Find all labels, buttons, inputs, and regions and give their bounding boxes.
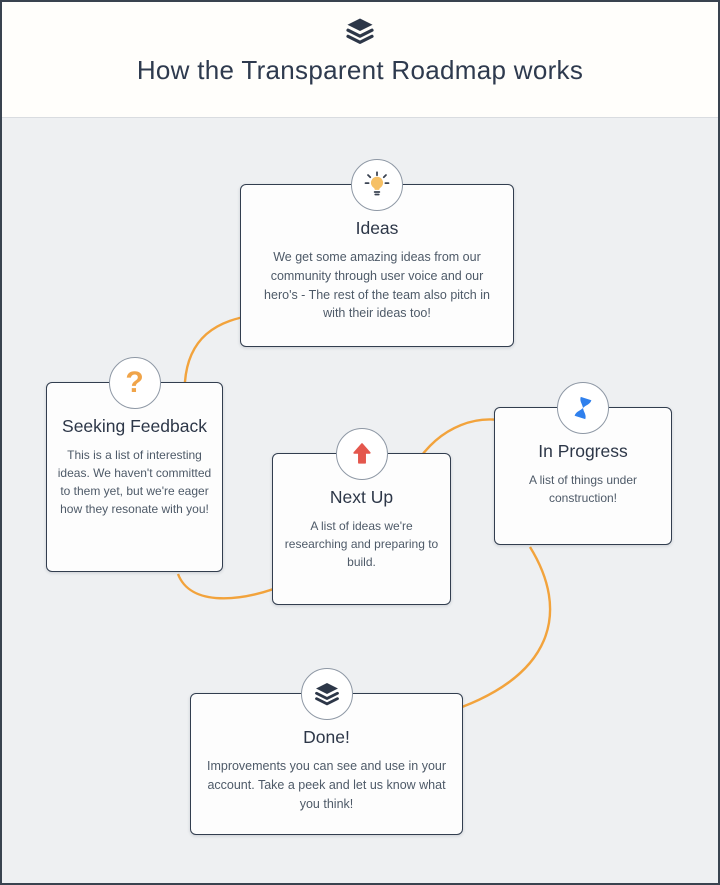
header: How the Transparent Roadmap works	[2, 2, 718, 118]
card-title: Seeking Feedback	[62, 416, 207, 436]
layers-icon	[2, 15, 718, 47]
hourglass-icon	[557, 382, 609, 434]
question-mark-icon: ?	[108, 357, 161, 409]
card-body: We get some amazing ideas from our commu…	[264, 250, 490, 321]
card-seeking-feedback: ? Seeking Feedback This is a list of int…	[46, 357, 223, 572]
card-title: In Progress	[538, 441, 628, 461]
card-body: Improvements you can see and use in your…	[206, 759, 447, 811]
card-title: Ideas	[355, 218, 399, 238]
card-done: Done! Improvements you can see and use i…	[190, 668, 463, 835]
card-in-progress: In Progress A list of things under const…	[494, 382, 672, 545]
card-ideas: Ideas We get some amazing ideas from our…	[240, 159, 514, 347]
card-body: A list of things under construction!	[528, 473, 638, 505]
card-body: A list of ideas we're researching and pr…	[284, 519, 439, 569]
card-next-up: Next Up A list of ideas we're researchin…	[272, 428, 451, 605]
card-body: This is a list of interesting ideas. We …	[57, 448, 212, 516]
card-title: Next Up	[329, 487, 394, 507]
arrow-in-progress-to-done	[438, 546, 552, 718]
layers-icon	[300, 668, 353, 720]
lightbulb-icon	[351, 159, 403, 211]
card-title: Done!	[303, 727, 350, 747]
page-title: How the Transparent Roadmap works	[136, 55, 584, 85]
up-arrow-icon	[335, 428, 388, 480]
